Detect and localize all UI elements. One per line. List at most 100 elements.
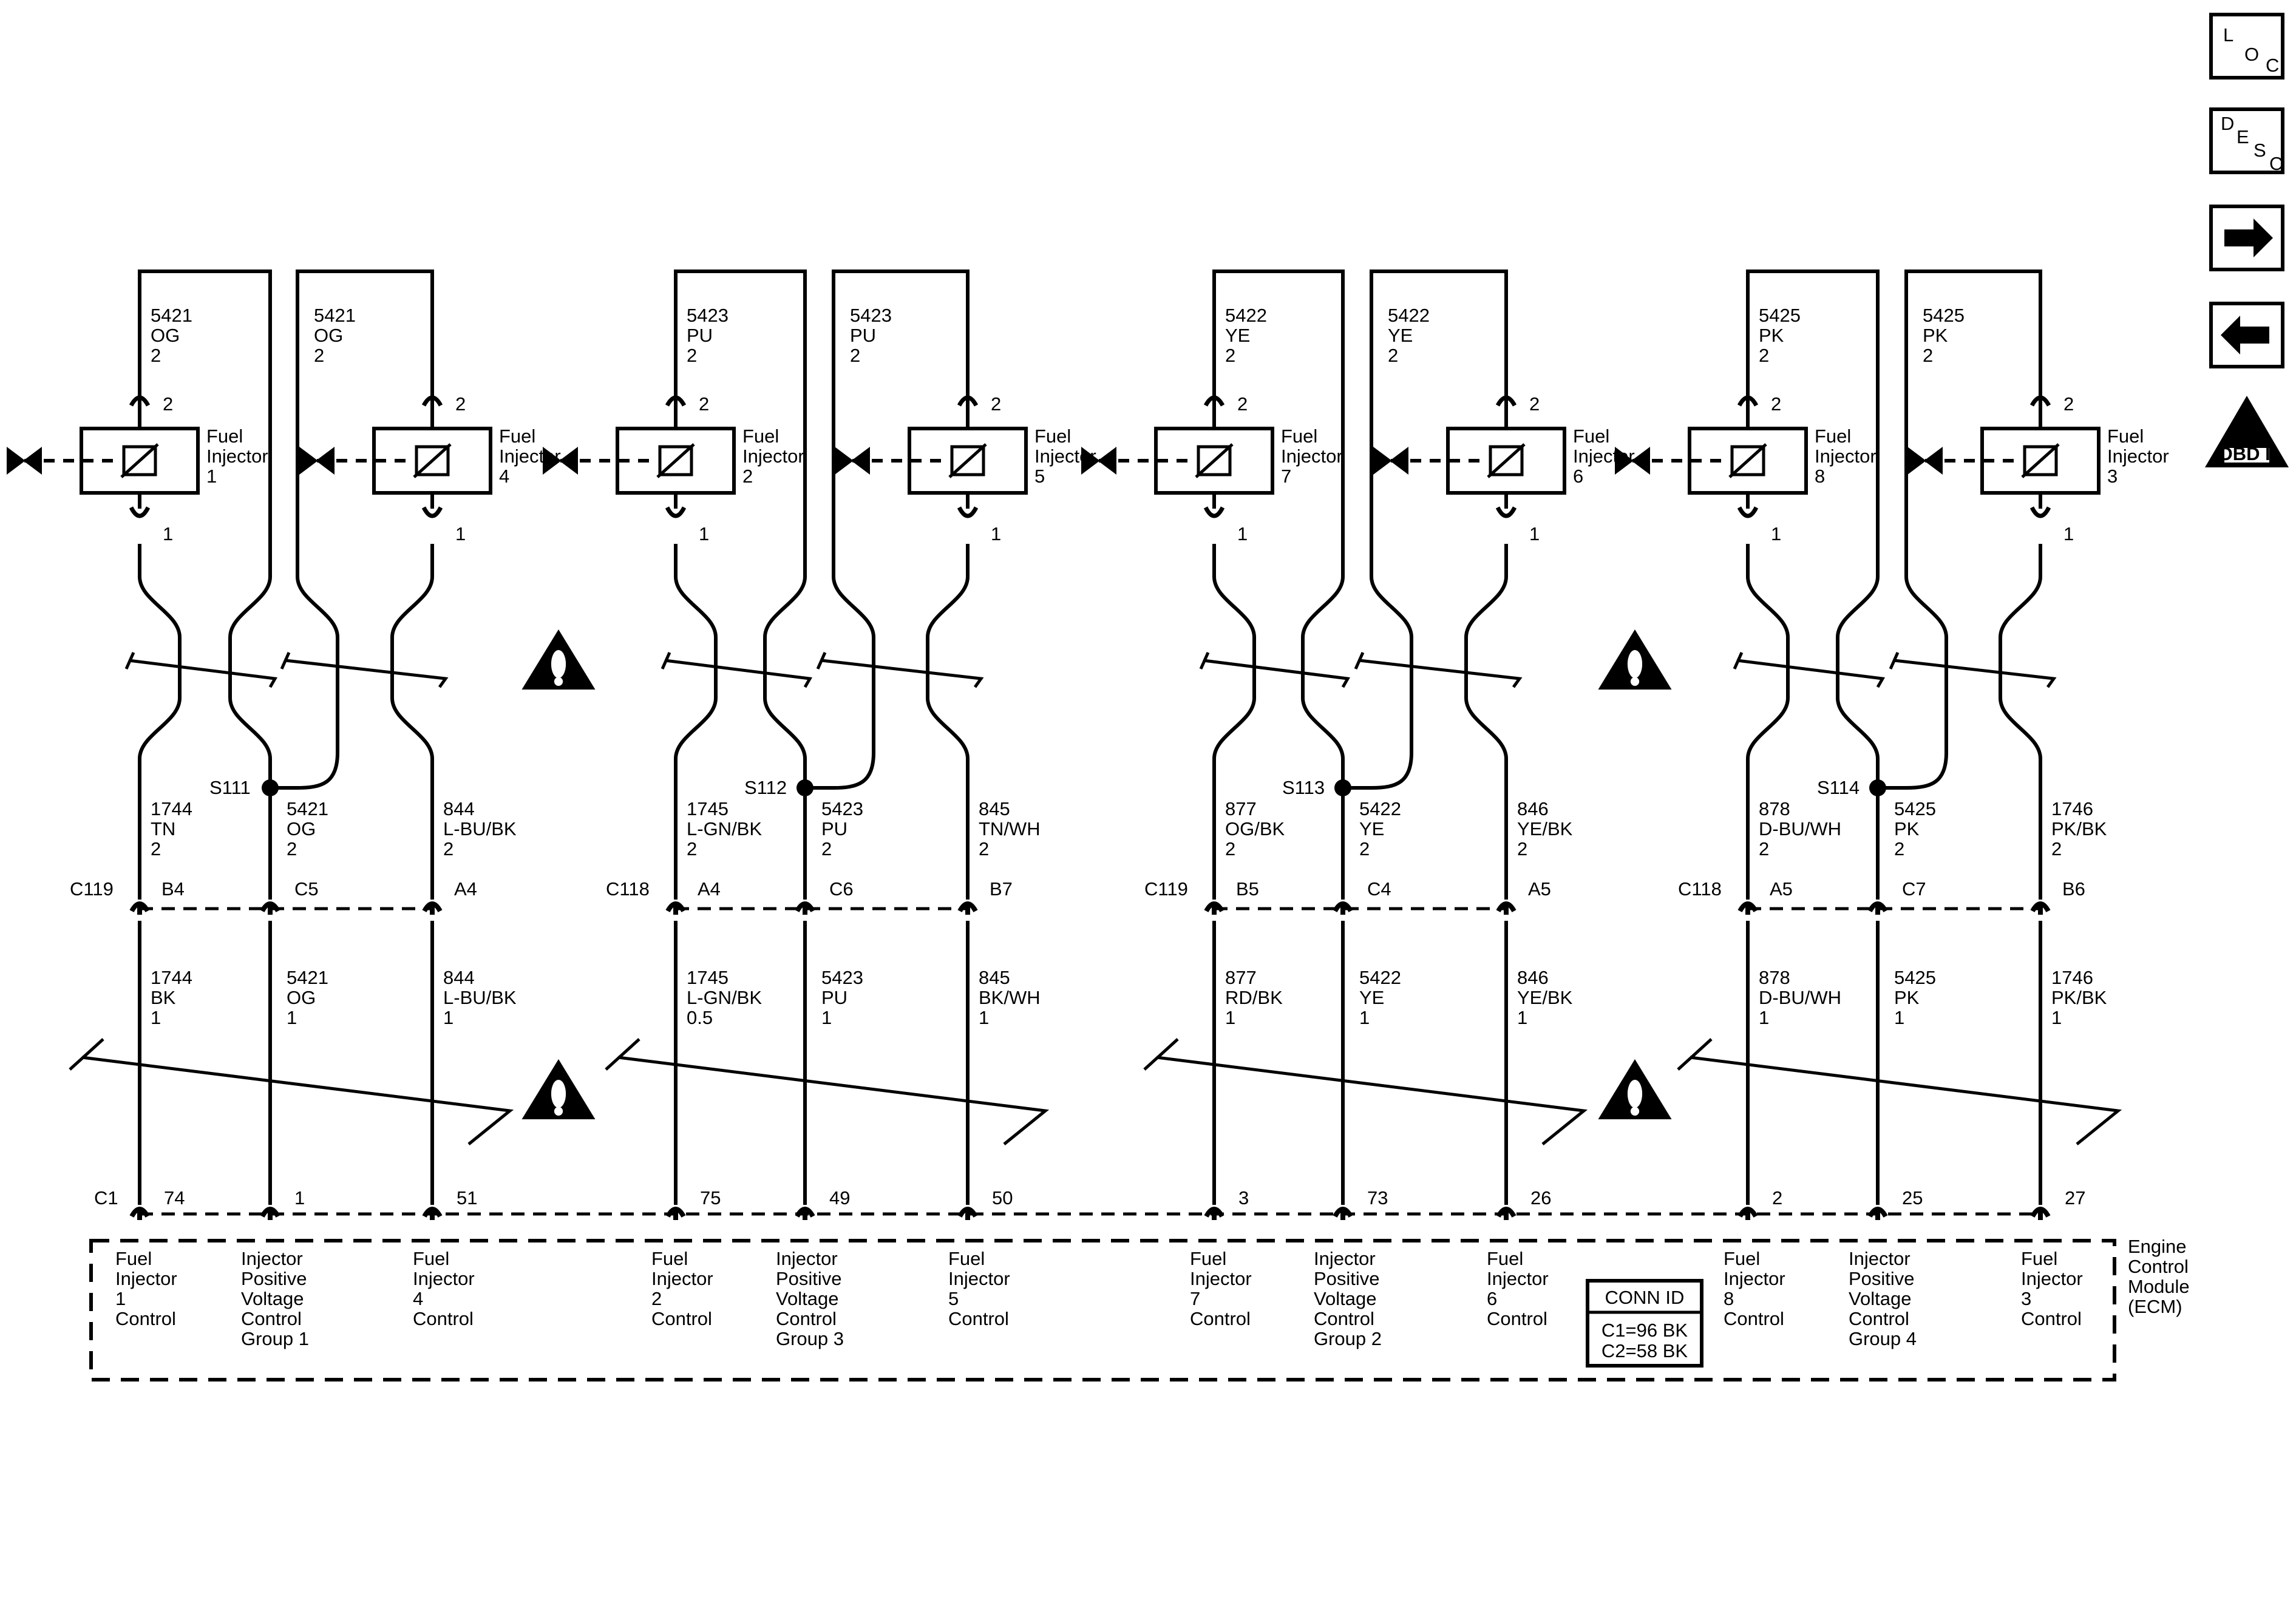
circuit-label: PU [821,987,847,1008]
circuit-label: 2 [1759,345,1769,366]
ecm-pin-number: 50 [992,1187,1013,1209]
twisted-pair-mark [1889,651,2057,688]
ecm-module-box [89,1239,2116,1381]
injector-pin-number: 1 [455,523,466,544]
connector-pin-label: B7 [990,878,1013,900]
circuit-label: 2 [1225,838,1235,859]
ecm-function-label: Injector [1190,1268,1252,1289]
circuit-label: L-BU/BK [443,987,517,1008]
circuit-label: 5421 [287,967,328,988]
injector-label: 3 [2107,466,2118,487]
injector-pin-number: 2 [455,393,466,415]
obd-ii-label-bg [2224,448,2269,463]
twisted-pair-mark [816,651,984,688]
solenoid-coil-icon [2023,445,2058,476]
injector-pin-2 [665,395,687,407]
ecm-module-label: (ECM) [2128,1296,2182,1317]
obd-ii-numeral: II [2241,426,2252,447]
injector-pin-number: 1 [699,523,709,544]
circuit-label: YE [1359,818,1384,839]
injector-pin-number: 1 [1771,523,1781,544]
injector-pin-1 [1737,506,1759,518]
circuit-label: YE [1388,325,1413,346]
conn-id-row: C2=58 BK [1601,1340,1688,1361]
ecm-function-label: Control [1190,1308,1251,1329]
circuit-label: 2 [287,838,297,859]
injector-pin-2 [129,395,151,407]
ecm-function-label: Fuel [2021,1248,2057,1269]
circuit-label: PU [687,325,713,346]
loc-letter: O [2244,44,2259,65]
ecm-function-label: Injector [1314,1248,1376,1269]
injector-label: Injector [1281,446,1343,467]
twisted-pair-mark [1199,651,1351,688]
solenoid-coil-icon [1489,445,1524,476]
injector-pin-1 [957,506,979,518]
ecm-function-label: Injector [1487,1268,1549,1289]
injector-label: Injector [2107,446,2169,467]
splice-wire [1301,637,1345,900]
circuit-label: 2 [979,838,989,859]
circuit-label: 1 [821,1007,832,1028]
fuel-spray-icon [299,447,335,475]
power-feed-wire [1370,270,1508,638]
ecm-function-label: 2 [651,1288,662,1309]
injector-pin-2 [421,395,443,407]
circuit-label: OG [314,325,343,346]
circuit-label: 5422 [1225,305,1267,326]
solenoid-coil-icon [950,445,985,476]
desc-letter: D [2221,113,2234,134]
circuit-label: 5425 [1894,798,1936,819]
loc-button[interactable] [2209,13,2284,80]
ecm-module-label: Control [2128,1256,2189,1277]
splice-point [1334,779,1351,796]
circuit-label: OG/BK [1225,818,1285,839]
injector-label: Fuel [1034,425,1071,447]
inline-connector-id: C118 [1678,878,1722,900]
twisted-harness-mark [69,1038,514,1145]
splice-wire [1343,637,1413,790]
circuit-label: 2 [1923,345,1933,366]
ecm-function-label: Control [115,1308,176,1329]
power-feed-wire [1904,270,2042,638]
circuit-label: 2 [2051,838,2062,859]
injector-label: Fuel [2107,425,2144,447]
injector-control-wire [926,544,970,900]
circuit-label: 5422 [1388,305,1430,326]
connector-pin-label: B5 [1236,878,1259,900]
injector-label: Fuel [1815,425,1851,447]
injector-pin-number: 1 [1237,523,1248,544]
splice-wire [805,637,875,790]
circuit-label: 5425 [1923,305,1965,326]
ecm-function-label: Injector [1724,1268,1785,1289]
splice-id: S114 [1817,777,1860,798]
ecm-function-label: Voltage [241,1288,304,1309]
right-arrow-icon [2224,219,2273,257]
ecm-function-label: Control [1314,1308,1374,1329]
solenoid-coil-icon [1728,443,1767,478]
inline-connector-id: C118 [606,878,650,900]
splice-id: S113 [1282,777,1325,798]
circuit-label: TN [151,818,175,839]
fuel-spray-icon [1615,447,1650,475]
obd-ii-label: OBD II [2218,443,2276,464]
circuit-label: 877 [1225,967,1257,988]
circuit-label: 2 [687,345,697,366]
conn-id-title: CONN ID [1605,1287,1685,1308]
desc-button[interactable] [2209,107,2284,174]
circuit-label: OG [287,987,316,1008]
circuit-label: 1 [979,1007,989,1028]
injector-control-wire [1999,544,2042,900]
circuit-label: 1 [1359,1007,1370,1028]
injector-pin-number: 1 [991,523,1001,544]
connector-pin-label: C5 [294,878,319,900]
ecm-function-label: 7 [1190,1288,1200,1309]
ecm-function-label: Fuel [1724,1248,1760,1269]
injector-label: Fuel [1573,425,1609,447]
circuit-label: 1745 [687,967,729,988]
ecm-function-label: Fuel [948,1248,985,1269]
circuit-label: PU [850,325,876,346]
injector-label: 1 [206,466,217,487]
injector-pin-number: 1 [2063,523,2074,544]
